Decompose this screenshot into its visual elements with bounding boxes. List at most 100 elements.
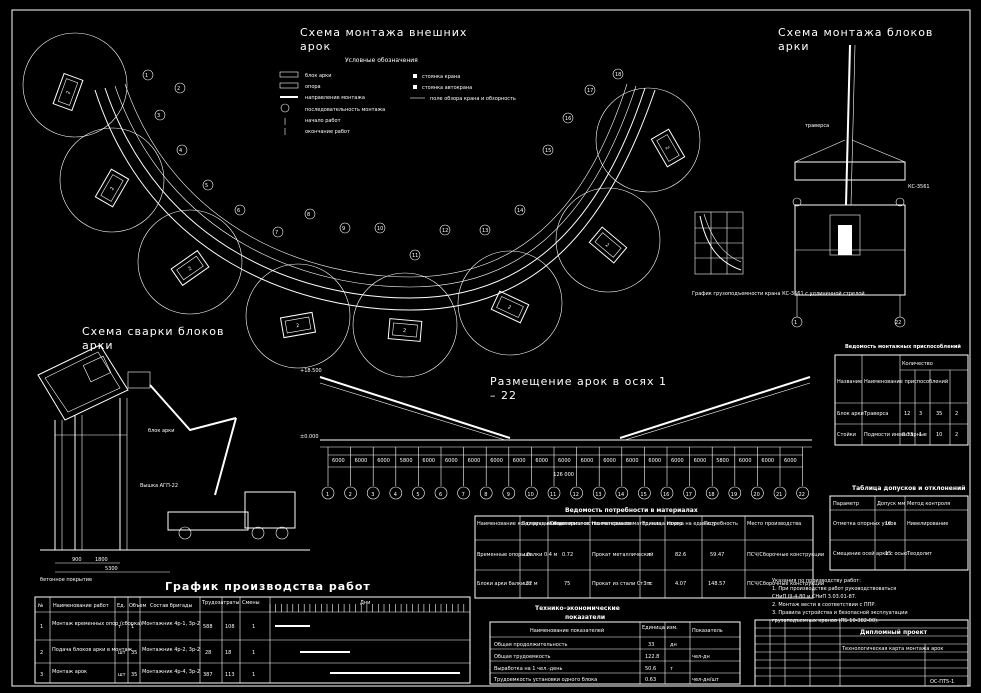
crane-reach-circle xyxy=(245,263,351,369)
crane-reach-circle xyxy=(555,187,661,293)
permits-h0: Параметр xyxy=(833,501,859,507)
span-dimension: 6000 xyxy=(761,458,774,464)
placement-elevation: +18.500 ±0.000 xyxy=(300,368,812,448)
axis-label: 18 xyxy=(708,492,714,498)
sched-r2-0: 3 xyxy=(40,672,43,678)
axis-bubble xyxy=(615,486,629,500)
axis-bubble xyxy=(412,486,425,500)
tech-econ-title-2: показатели xyxy=(565,614,605,621)
crane-block-label: 2 xyxy=(506,304,511,311)
crane-block-label: 2 xyxy=(187,266,193,273)
sequence-marker-number: 16 xyxy=(565,116,571,122)
block-mounting-title-1: Схема монтажа блоков xyxy=(778,26,933,39)
sequence-marker xyxy=(234,204,246,216)
schedule-title: График производства работ xyxy=(165,580,371,593)
permits-r1-1: 15 xyxy=(885,551,891,557)
crane-block: 2 xyxy=(52,72,84,112)
sched-h0: № xyxy=(38,603,44,609)
axis-label: 21 xyxy=(776,492,782,498)
welding-view: Вышка АГП-22 блок арки 900 1800 5300 бет… xyxy=(37,344,310,583)
permits-h1: Допуск мм xyxy=(877,501,905,507)
elev-top: +18.500 xyxy=(300,368,322,374)
span-dimension: 6000 xyxy=(490,458,503,464)
block-mounting-title-2: арки xyxy=(778,40,810,53)
span-dimension: 6000 xyxy=(671,458,684,464)
crane-block: 2 xyxy=(490,290,530,324)
sched-r1-6: 18 xyxy=(225,650,231,656)
axis-label: 20 xyxy=(753,492,759,498)
crane-block: 2 xyxy=(170,249,210,287)
sequence-marker-number: 11 xyxy=(412,253,418,259)
crane-block: 2 xyxy=(279,311,317,339)
sched-r2-5: 387 xyxy=(203,672,213,678)
te-r1-1: чел-дн xyxy=(692,654,710,660)
crane-reach-circle xyxy=(352,272,458,378)
crane-block-label: 2 xyxy=(604,242,610,249)
total-dimension: 126 000 xyxy=(553,472,574,478)
sched-r0-4: Монтажник 4р-1, 3р-2 xyxy=(142,621,200,627)
te-r2-2: 50.6 xyxy=(645,666,656,672)
axis-label: 9 xyxy=(507,492,510,498)
crane-block-label: 2 xyxy=(296,323,300,329)
sequence-marker xyxy=(374,222,386,234)
sequence-marker xyxy=(339,222,351,234)
span-dimension: 6000 xyxy=(513,458,526,464)
permits-table: Параметр Допуск мм Метод контроля Отметк… xyxy=(829,495,969,571)
axis-bubble xyxy=(502,486,516,500)
install-table: Название Наименование приспособлений Кол… xyxy=(834,354,969,446)
welding-title-2: арки xyxy=(82,339,114,352)
axis-bubble xyxy=(344,486,357,500)
sequence-marker xyxy=(542,144,554,156)
span-dimension: 5800 xyxy=(400,458,413,464)
legend: Условные обозначения блок арки опора нап… xyxy=(279,57,516,135)
te-r0-1: дн xyxy=(670,642,677,648)
stamp-subtitle: Технологическая карта монтажа арок xyxy=(841,646,943,652)
axis-label: 17 xyxy=(686,492,692,498)
axis-bubble xyxy=(321,486,335,500)
axis-bubble xyxy=(796,486,809,500)
outer-arches-title-1: Схема монтажа внешних xyxy=(300,26,467,39)
legend-item-start: начало работ xyxy=(305,118,341,124)
materials-title: Ведомость потребности в материалах xyxy=(565,507,698,514)
permits-r0-0: Отметка опорных узлов xyxy=(833,521,896,527)
axis-bubble xyxy=(683,486,696,500)
note-0: Указания по производству работ: xyxy=(772,578,861,584)
install-r0-0: Блок арки xyxy=(837,411,864,417)
install-r1-4: 10 xyxy=(936,432,942,438)
span-dimension: 6000 xyxy=(581,458,594,464)
permits-r1-0: Смещение осей арки с осью xyxy=(833,550,907,557)
mat-r1-5: 4.07 xyxy=(675,581,686,587)
sequence-marker-number: 2 xyxy=(177,86,180,92)
sequence-marker xyxy=(202,179,214,191)
sched-r2-6: 113 xyxy=(225,672,235,678)
te-h1: Единица изм. xyxy=(642,625,678,631)
crane-block-label: 2 xyxy=(109,186,116,192)
span-dimension: 6000 xyxy=(784,458,797,464)
axis-label: 22 xyxy=(799,492,805,498)
title-stamp: Дипломный проект Технологическая карта м… xyxy=(754,619,969,687)
axis-bubble xyxy=(751,486,764,500)
mat-h1: Единица измерения xyxy=(522,521,575,527)
sequence-marker-number: 3 xyxy=(157,113,160,119)
sequence-marker xyxy=(439,224,451,236)
install-r0-5: 2 xyxy=(955,411,958,417)
crane-reach-circle xyxy=(22,32,128,138)
axis-bubble xyxy=(434,486,448,500)
notes-block: Указания по производству работ: 1. При п… xyxy=(772,578,908,624)
platform-label: Вышка АГП-22 xyxy=(140,483,178,489)
permits-r0-2: Нивелирование xyxy=(907,521,948,527)
crane-reach-circle xyxy=(59,127,165,233)
mat-r0-5: 82.6 xyxy=(675,552,686,558)
axis-label: 12 xyxy=(573,492,579,498)
sched-h3: Объем xyxy=(129,603,147,609)
elev-base: ±0.000 xyxy=(300,434,319,440)
sched-r0-7: 1 xyxy=(252,624,255,630)
span-dimension: 5800 xyxy=(716,458,729,464)
tech-econ-title-1: Технико–экономические xyxy=(535,605,620,612)
axis-bubble xyxy=(389,486,403,500)
axis-bubble xyxy=(525,486,538,500)
sequence-marker-number: 1 xyxy=(145,73,148,79)
sched-h5: Трудозатраты xyxy=(201,600,239,606)
sched-r1-0: 2 xyxy=(40,650,43,656)
